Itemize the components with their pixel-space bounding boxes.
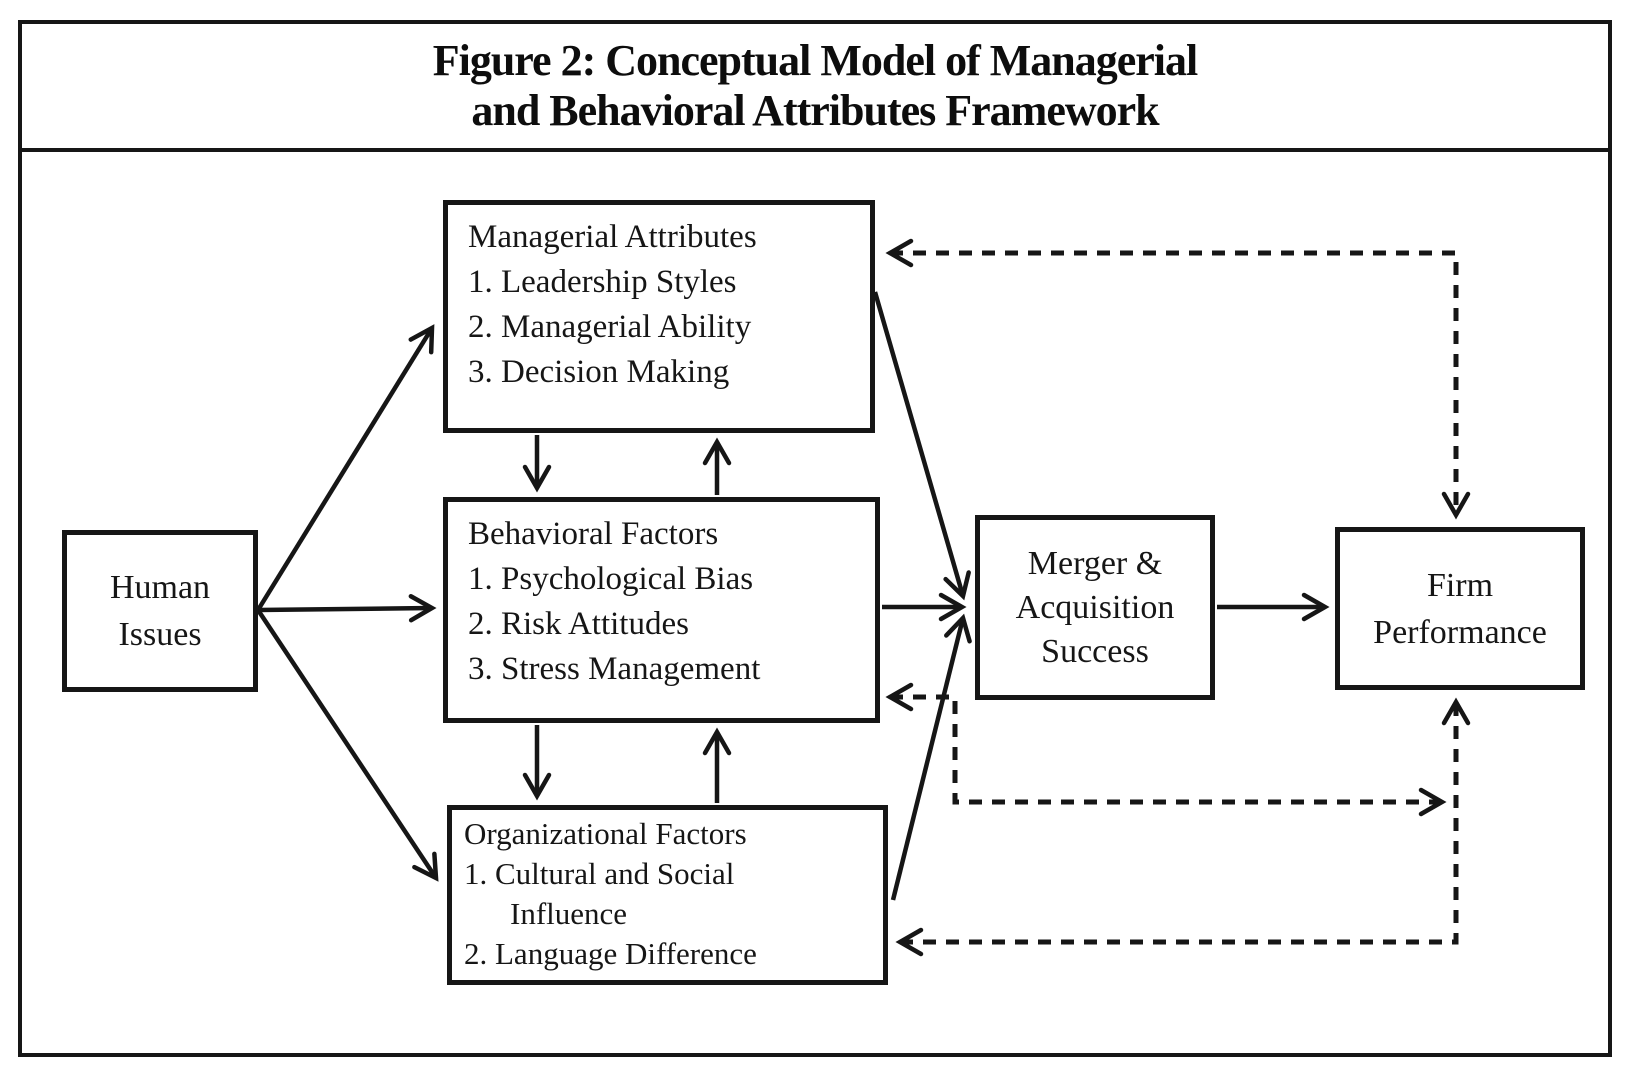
- figure-title-line-1: Figure 2: Conceptual Model of Managerial: [432, 36, 1199, 85]
- organizational-factors-heading: Organizational Factors: [464, 816, 747, 851]
- behavioral-factors-box: Behavioral Factors 1. Psychological Bias…: [443, 497, 880, 723]
- arrow-managerial-to-ma-success: [872, 291, 971, 601]
- arrow-human-to-managerial: [256, 324, 435, 612]
- managerial-attributes-item-2: 2. Managerial Ability: [468, 309, 752, 345]
- ma-success-box: Merger & Acquisition Success: [975, 515, 1215, 700]
- managerial-attributes-box: Managerial Attributes 1. Leadership Styl…: [443, 200, 875, 433]
- firm-performance-line-1: Firm: [1426, 566, 1494, 604]
- figure-title-line-2: and Behavioral Attributes Framework: [471, 86, 1159, 135]
- behavioral-factors-heading: Behavioral Factors: [468, 516, 719, 552]
- managerial-attributes-item-1: 1. Leadership Styles: [468, 264, 737, 300]
- firm-performance-line-2: Performance: [1373, 613, 1547, 651]
- organizational-factors-item-1-continued: Influence: [510, 896, 628, 931]
- figure-title-band: Figure 2: Conceptual Model of Managerial…: [22, 24, 1608, 152]
- behavioral-factors-item-3: 3. Stress Management: [468, 651, 761, 687]
- firm-performance-box: Firm Performance: [1335, 527, 1585, 690]
- behavioral-factors-item-2: 2. Risk Attitudes: [468, 606, 689, 642]
- dashed-feedback-firm-organizational: [895, 697, 1471, 957]
- human-issues-line-1: Human: [109, 569, 211, 606]
- managerial-attributes-heading: Managerial Attributes: [468, 219, 757, 255]
- managerial-attributes-item-3: 3. Decision Making: [468, 354, 730, 390]
- organizational-factors-box: Organizational Factors 1. Cultural and S…: [447, 805, 888, 985]
- human-issues-box: Human Issues: [62, 530, 258, 692]
- organizational-factors-item-2: 2. Language Difference: [464, 936, 757, 971]
- behavioral-factors-item-1: 1. Psychological Bias: [468, 561, 754, 597]
- ma-success-line-1: Merger &: [1027, 544, 1163, 582]
- organizational-factors-item-1: 1. Cultural and Social: [464, 856, 735, 891]
- human-issues-line-2: Issues: [118, 616, 202, 653]
- arrow-human-to-behavioral: [257, 593, 437, 623]
- ma-success-line-2: Acquisition: [1015, 588, 1175, 626]
- dashed-feedback-firm-managerial: [885, 238, 1471, 520]
- ma-success-line-3: Success: [1041, 632, 1149, 670]
- arrow-human-to-organizational: [256, 608, 439, 882]
- dashed-feedback-firm-behavioral: [885, 682, 1447, 817]
